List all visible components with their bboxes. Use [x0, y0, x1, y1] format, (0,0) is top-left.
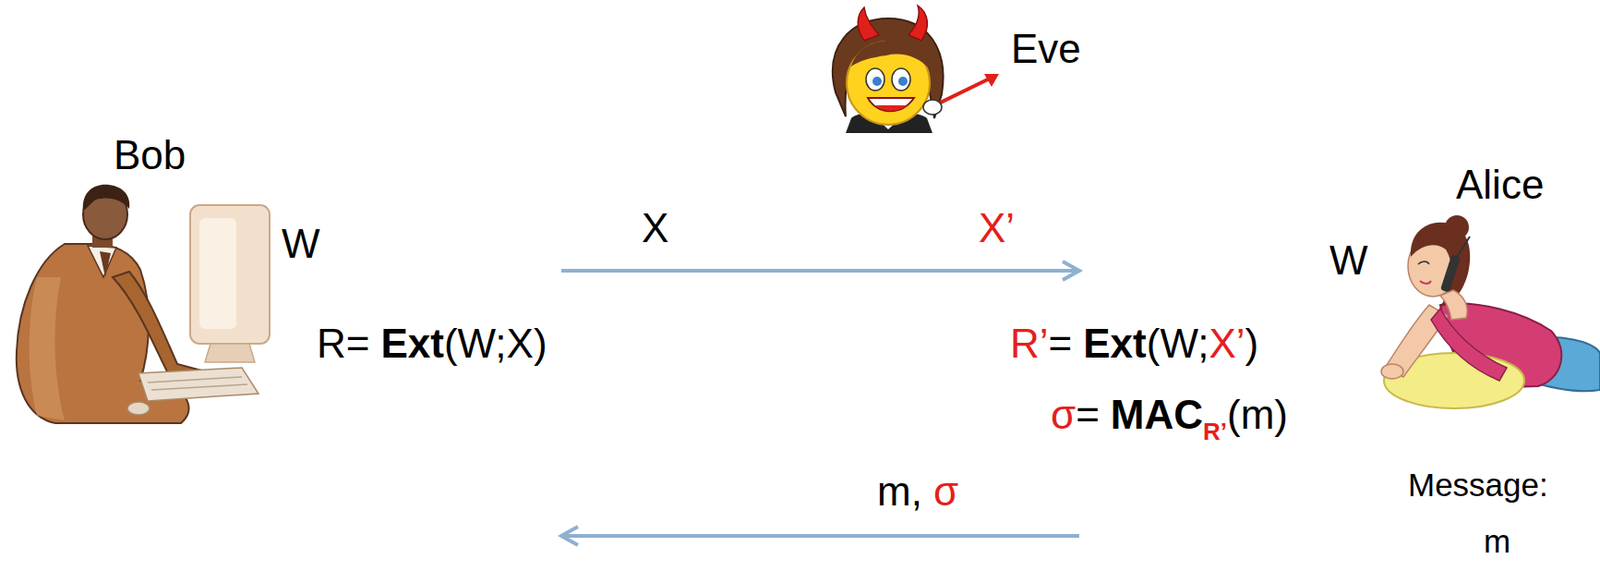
protocol-symbol: R’	[1203, 417, 1228, 446]
protocol-symbol: Ext	[1082, 320, 1146, 366]
protocol-symbol: σ	[933, 468, 959, 514]
shared-secret: W	[281, 223, 321, 265]
protocol-symbol: (W;	[1146, 320, 1210, 366]
protocol-symbol: MAC	[1110, 391, 1204, 437]
protocol-symbol: σ	[1050, 391, 1076, 437]
protocol-symbol: R=	[316, 320, 370, 366]
protocol-symbol: Message:	[1407, 466, 1549, 503]
alice-figure	[1381, 215, 1600, 409]
formula-line: R’=Ext(W;X’)	[1010, 323, 1259, 364]
formula-line: σ=MACR’(m)	[1050, 394, 1288, 435]
protocol-symbol: )	[1245, 320, 1260, 366]
person-group: Eve	[821, 1, 1099, 141]
formula-line: Message:	[1407, 468, 1549, 501]
formula-line: m,σ	[877, 470, 959, 512]
person-name: Alice	[1455, 164, 1544, 205]
protocol-symbol: (m)	[1227, 391, 1288, 437]
protocol-symbol: m,	[877, 468, 923, 514]
protocol-symbol: X’	[978, 204, 1015, 251]
protocol-symbol: Ext	[380, 320, 444, 366]
eve-figure	[832, 5, 999, 133]
message-arrow	[561, 268, 1080, 273]
formula-line: X	[641, 207, 669, 249]
shared-secret: W	[1329, 240, 1369, 281]
formula-line: m	[1483, 524, 1511, 557]
protocol-symbol: R’	[1010, 320, 1049, 366]
message-arrow	[561, 533, 1080, 538]
protocol-symbol: (W;X)	[444, 320, 548, 366]
bob-figure	[16, 184, 270, 423]
protocol-symbol: m	[1483, 522, 1511, 559]
formula-line: X’	[978, 207, 1015, 249]
protocol-symbol: =	[1075, 391, 1100, 437]
person-name: Eve	[1010, 28, 1082, 70]
protocol-symbol: X	[641, 204, 669, 251]
person-name: Bob	[113, 134, 186, 176]
formula-line: R=Ext(W;X)	[316, 323, 548, 364]
protocol-symbol: =	[1048, 320, 1073, 366]
protocol-symbol: X’	[1208, 320, 1245, 366]
